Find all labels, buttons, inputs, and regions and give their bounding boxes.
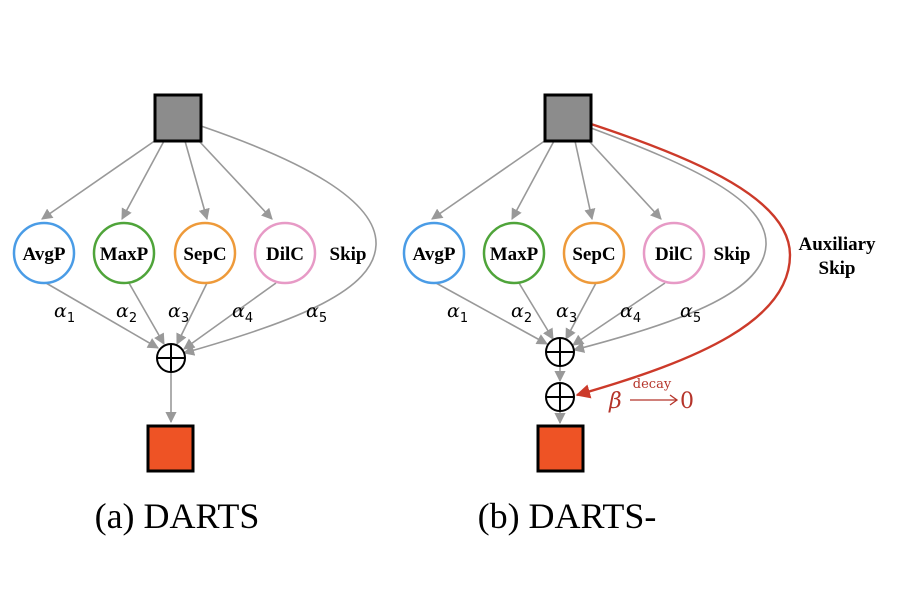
auxiliary-skip-label-line2: Skip (819, 258, 856, 279)
edge-maxp-sum (518, 282, 554, 340)
edge-skip (182, 125, 377, 356)
op-dilc-label: DilC (266, 244, 304, 265)
input-node (543, 93, 593, 143)
auxiliary-skip-label-line1: Auxiliary (798, 234, 876, 255)
alpha-1: α1 (54, 300, 75, 326)
alpha-4: α4 (620, 300, 641, 326)
decay-label: decay (633, 377, 672, 392)
panel-darts-minus: AvgP MaxP SepC DilC Skip α1 α2 α3 α4 α5 … (402, 93, 876, 536)
output-node (536, 424, 585, 473)
alpha-3: α3 (168, 300, 189, 326)
edge-avgp-sum (435, 282, 548, 345)
decay-arrowhead (669, 394, 679, 406)
op-maxp-label: MaxP (100, 244, 149, 265)
decay-target: 0 (680, 389, 694, 414)
alpha-5: α5 (306, 300, 327, 326)
op-avgp-node (402, 221, 466, 285)
op-maxp-label: MaxP (490, 244, 539, 265)
op-dilc-node (253, 221, 317, 285)
caption-darts-minus: (b) DARTS- (478, 496, 657, 536)
edge-sepc-sum (565, 282, 597, 340)
edge-input-sepc (574, 140, 596, 221)
output-node (146, 424, 195, 473)
edge-input-dilc (588, 140, 662, 220)
edge-skip (572, 127, 767, 353)
alpha-5: α5 (680, 300, 701, 326)
output-edges (45, 282, 277, 424)
beta-symbol: β (608, 389, 622, 414)
op-dilc-node (642, 221, 706, 285)
edge-sepc-sum (176, 282, 208, 346)
input-edges (41, 125, 377, 356)
sum-node (156, 343, 186, 373)
op-maxp-node (92, 221, 156, 285)
edge-dilc-sum (183, 282, 277, 350)
input-edges (431, 127, 767, 353)
alpha-3: α3 (556, 300, 577, 326)
alpha-4: α4 (232, 300, 253, 326)
op-sepc-label: SepC (572, 244, 615, 265)
alpha-1: α1 (447, 300, 468, 326)
op-sepc-node (173, 221, 237, 285)
alpha-2: α2 (116, 300, 137, 326)
edge-input-sepc (184, 140, 210, 221)
alpha-2: α2 (511, 300, 532, 326)
edge-avgp-sum (45, 282, 159, 349)
op-avgp-label: AvgP (413, 244, 456, 265)
edge-input-maxp (121, 140, 165, 220)
beta-decay-annotation: β decay 0 (608, 377, 694, 414)
sum-node-2 (545, 382, 575, 412)
op-dilc-label: DilC (655, 244, 693, 265)
op-skip-label: Skip (330, 244, 367, 265)
edge-maxp-sum (128, 282, 165, 345)
output-edges (435, 282, 666, 425)
edge-input-avgp (41, 139, 157, 220)
op-maxp-node (482, 221, 546, 285)
caption-darts: (a) DARTS (95, 496, 260, 536)
edge-input-dilc (198, 140, 273, 220)
input-node (153, 93, 203, 143)
edge-dilc-sum (572, 282, 666, 346)
op-avgp-label: AvgP (23, 244, 66, 265)
auxiliary-skip-edge (575, 122, 792, 399)
panel-darts: AvgP MaxP SepC DilC Skip α1 α2 α3 α4 α5 … (12, 93, 377, 536)
op-sepc-label: SepC (183, 244, 226, 265)
edge-input-avgp (431, 139, 547, 220)
sum-node-1 (545, 337, 575, 367)
edge-input-maxp (511, 140, 555, 220)
op-sepc-node (562, 221, 626, 285)
op-avgp-node (12, 221, 76, 285)
op-skip-label: Skip (714, 244, 751, 265)
